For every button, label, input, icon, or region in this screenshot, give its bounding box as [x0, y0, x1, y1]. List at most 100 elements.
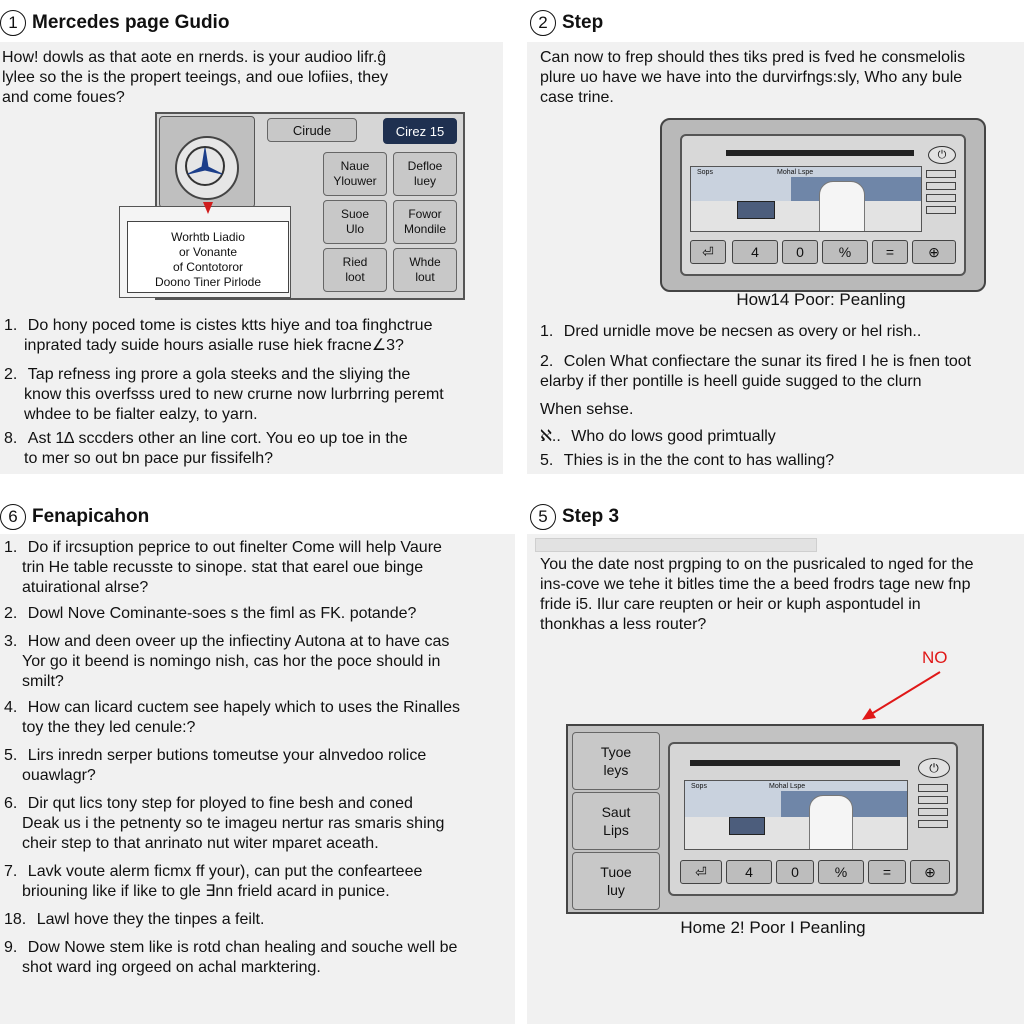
item-number: 1. — [4, 539, 18, 556]
label-line: Doono Tiner Pirlode — [154, 275, 262, 289]
screen-top-label: Mohal Lspe — [769, 783, 806, 790]
section-1-header: 1 Mercedes page Gudio — [0, 10, 229, 36]
section-2-intro: Can now to frep should thes tiks pred is… — [540, 48, 1024, 108]
item-number: 2. — [540, 353, 554, 370]
item-line: Lirs inredn serper butions tomeutse your… — [27, 747, 427, 764]
button-label: Ulo — [345, 222, 364, 236]
list-item: 18. Lawl hove they the tinpes a feilt. — [4, 910, 512, 930]
button-power[interactable]: ⊕ — [912, 240, 956, 264]
section-title: Mercedes page Gudio — [32, 12, 230, 33]
screen-building — [819, 181, 865, 231]
button-equals[interactable]: = — [872, 240, 908, 264]
car-icon — [729, 817, 765, 835]
button-label: Tyoe — [600, 744, 632, 760]
list-item: 6. Dir qut lics tony step for ployed to … — [4, 794, 512, 854]
intro-line: fride i5. Ilur care reupten or heir or k… — [540, 596, 921, 613]
button-label: luy — [607, 882, 625, 898]
item-line: Do hony poced tome is cistes ktts hiye a… — [27, 317, 433, 334]
item-line: Tap refness ing prore a gola steeks and … — [27, 366, 411, 383]
item-number: 7. — [4, 863, 18, 880]
mercedes-logo-icon — [175, 136, 239, 200]
tab-left[interactable]: Cirude — [267, 118, 357, 142]
list-item: 3. How and deen oveer up the infiectiny … — [4, 632, 512, 692]
button-label: Fowor — [408, 207, 442, 221]
button-0[interactable]: 0 — [782, 240, 818, 264]
head-unit-screen-2: ⏻ Sops Mohal Lspe ⏎ 4 0 % = ⊕ — [668, 742, 958, 896]
list-item: 2. Tap refness ing prore a gola steeks a… — [4, 365, 502, 425]
button-percent[interactable]: % — [818, 860, 864, 884]
item-line: elarby if ther pontille is heell guide s… — [540, 373, 922, 390]
list-item: When sehse. — [540, 400, 1024, 420]
list-item: 2. Colen What confiectare the sunar its … — [540, 352, 1024, 392]
power-knob-icon[interactable]: ⏻ — [918, 758, 950, 778]
button-label: Suoe — [340, 207, 370, 221]
item-line: Yor go it beend is nomingo nish, cas hor… — [22, 653, 441, 670]
button-4[interactable]: 4 — [732, 240, 778, 264]
label-line: or Vonante — [178, 245, 238, 259]
step-number-badge: 5 — [530, 504, 556, 530]
button-back[interactable]: ⏎ — [680, 860, 722, 884]
button-0[interactable]: 0 — [776, 860, 814, 884]
pointer-marker-icon — [203, 202, 213, 214]
item-line: cheir step to that anrinato nut witer mp… — [22, 835, 379, 852]
button-back[interactable]: ⏎ — [690, 240, 726, 264]
item-line: When sehse. — [540, 401, 634, 418]
screen-top-label: Mohal Lspe — [777, 169, 814, 176]
button-power[interactable]: ⊕ — [910, 860, 950, 884]
item-number: 18. — [4, 911, 27, 928]
screen-side-list — [918, 784, 948, 844]
button-label: Saut — [601, 804, 631, 820]
item-number: 8. — [4, 430, 18, 447]
item-number: 9. — [4, 939, 18, 956]
head-unit-device: ⏻ Sops Mohal Lspe ⏎ 4 0 % = ⊕ — [660, 118, 986, 292]
button-label: Defloe — [407, 159, 443, 173]
button-label: Whde — [409, 255, 441, 269]
item-number: 1. — [540, 323, 554, 340]
power-knob-icon[interactable]: ⏻ — [928, 146, 956, 164]
screen-display: Sops Mohal Lspe — [690, 166, 922, 232]
item-number: ℵ.. — [540, 428, 561, 445]
button-4[interactable]: 4 — [726, 860, 772, 884]
tab-right[interactable]: Cirez 15 — [383, 118, 457, 144]
item-number: 4. — [4, 699, 18, 716]
list-item: 7. Lavk voute alerm ficmx ff your), can … — [4, 862, 512, 902]
button-equals[interactable]: = — [868, 860, 906, 884]
item-line: Do if ircsuption peprice to out finelter… — [27, 539, 442, 556]
mode-label-box: Worhtb Liadio or Vonante of Contotoror D… — [127, 221, 289, 293]
section-3-header: 6 Fenapicahon — [0, 504, 149, 530]
item-line: smilt? — [22, 673, 64, 690]
screen-top-bar — [726, 150, 914, 156]
intro-line: ins-cove we tehe it bitles time the a be… — [540, 576, 971, 593]
figure-caption: How14 Poor: Peanling — [736, 290, 906, 309]
section-1-intro: How! dowls as that aote en rnerds. is yo… — [2, 48, 502, 108]
item-number: 2. — [4, 366, 18, 383]
item-line: Ast 1∆ sccders other an line cort. You e… — [27, 430, 408, 447]
screen-building — [809, 795, 853, 849]
item-line: Dir qut lics tony step for ployed to fin… — [27, 795, 413, 812]
step-number-badge: 6 — [0, 504, 26, 530]
button-percent[interactable]: % — [822, 240, 868, 264]
list-item: 1. Do if ircsuption peprice to out finel… — [4, 538, 512, 598]
item-line: Dowl Nove Cominante-soes s the fiml as F… — [27, 605, 417, 622]
button-label: Ried — [342, 255, 368, 269]
list-item: 1. Dred urnidle move be necsen as overy … — [540, 322, 1024, 342]
button-label: Ylouwer — [333, 174, 377, 188]
list-item: 5. Thies is in the the cont to has walli… — [540, 451, 1024, 471]
item-line: briouning like if like to gle ∃nn frield… — [22, 883, 390, 900]
item-number: 6. — [4, 795, 18, 812]
item-line: Lavk voute alerm ficmx ff your), can put… — [27, 863, 423, 880]
item-line: toy the they led cenule:? — [22, 719, 196, 736]
item-line: How and deen oveer up the infiectiny Aut… — [27, 633, 450, 650]
item-line: Dow Nowe stem like is rotd chan healing … — [27, 939, 458, 956]
button-label: lout — [415, 270, 435, 284]
head-unit-screen: ⏻ Sops Mohal Lspe ⏎ 4 0 % = ⊕ — [680, 134, 966, 276]
